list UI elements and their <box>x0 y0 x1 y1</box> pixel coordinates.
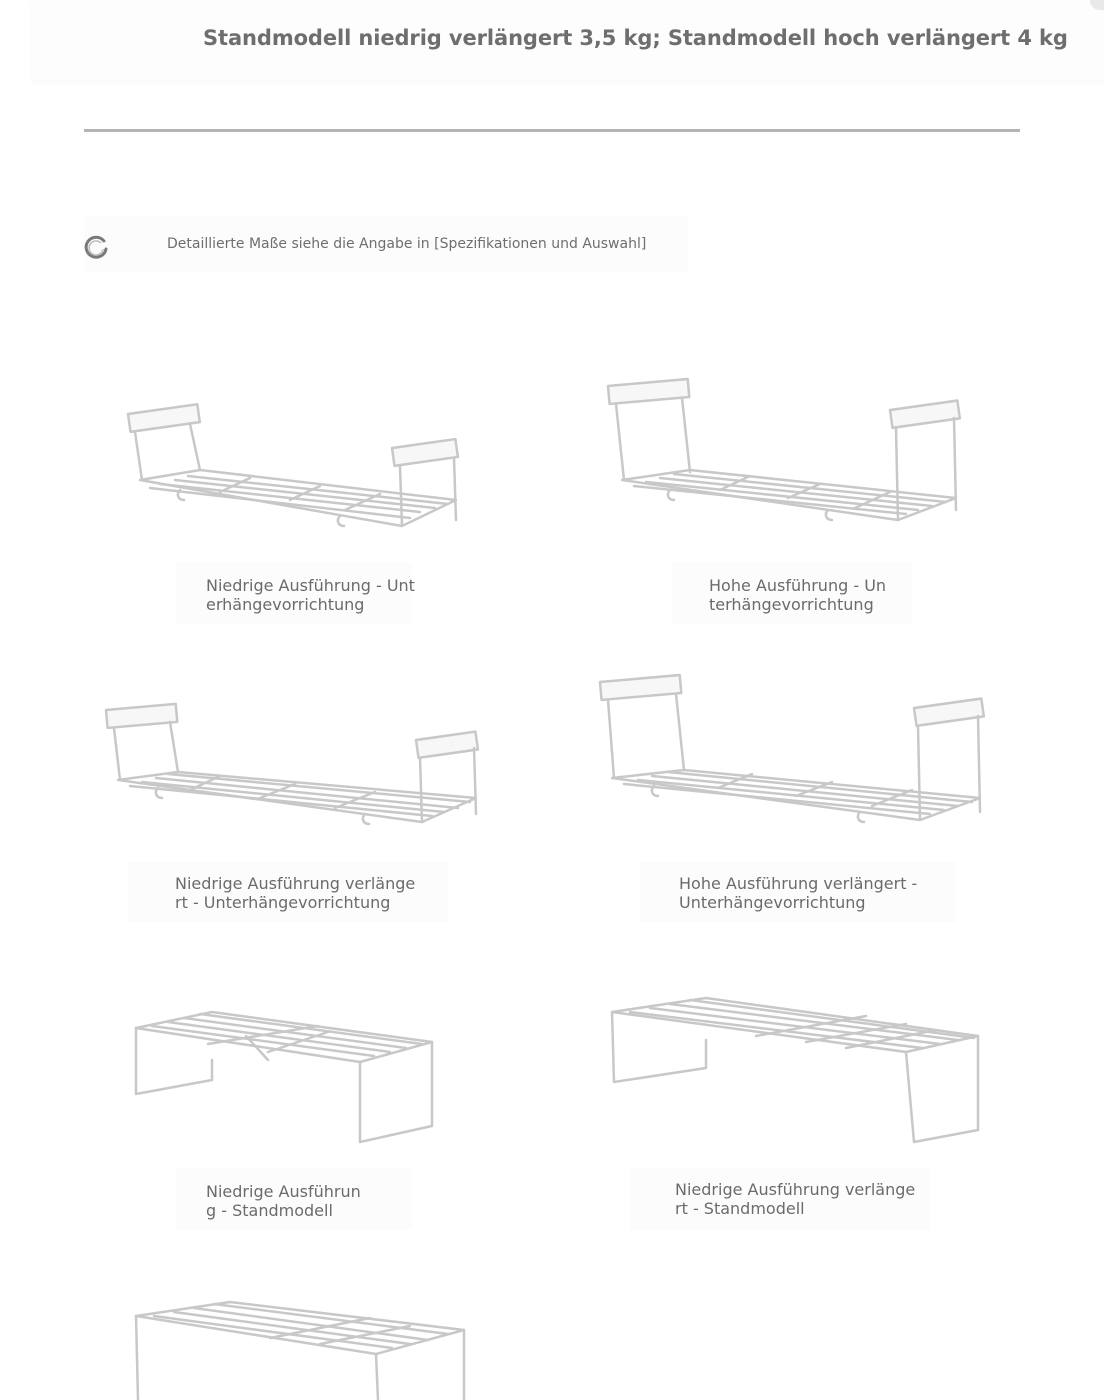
product-low-extended-standing[interactable] <box>606 990 986 1150</box>
product-caption-high-hanging: Hohe Ausführung - Un terhängevorrichtung <box>672 562 912 624</box>
rack-low-extended-standing-image <box>610 996 980 1144</box>
product-low-standing[interactable] <box>128 1004 440 1150</box>
rack-high-extended-standing-image <box>134 1300 466 1400</box>
section-divider <box>84 129 1020 132</box>
spinner-icon <box>84 235 108 259</box>
page-title: Standmodell niedrig verlängert 3,5 kg; S… <box>203 26 1068 50</box>
rack-low-extended-hanging-image <box>104 702 480 826</box>
product-low-hanging[interactable] <box>120 400 470 540</box>
rack-low-hanging-image <box>126 403 460 528</box>
product-high-extended-standing[interactable] <box>130 1296 470 1400</box>
product-high-extended-hanging[interactable] <box>592 668 990 832</box>
dimensions-note: Detaillierte Maße siehe die Angabe in [S… <box>84 216 688 272</box>
product-caption-high-extended-hanging: Hohe Ausführung verlängert - Unterhängev… <box>640 862 956 922</box>
product-low-extended-hanging[interactable] <box>100 696 482 836</box>
rack-high-hanging-image <box>606 377 962 522</box>
dimensions-note-text: Detaillierte Maße siehe die Angabe in [S… <box>167 236 647 252</box>
product-caption-low-standing: Niedrige Ausführun g - Standmodell <box>176 1168 412 1230</box>
corner-decoration <box>1090 0 1104 10</box>
rack-low-standing-image <box>134 1010 434 1144</box>
rack-high-extended-hanging-image <box>598 673 986 824</box>
product-caption-low-hanging: Niedrige Ausführung - Unt erhängevorrich… <box>176 562 415 624</box>
product-caption-low-extended-standing: Niedrige Ausführung verlänge rt - Standm… <box>630 1168 930 1230</box>
product-caption-low-extended-hanging: Niedrige Ausführung verlänge rt - Unterh… <box>128 862 448 922</box>
product-high-hanging[interactable] <box>600 372 970 532</box>
header-bar: Standmodell niedrig verlängert 3,5 kg; S… <box>32 0 1104 80</box>
